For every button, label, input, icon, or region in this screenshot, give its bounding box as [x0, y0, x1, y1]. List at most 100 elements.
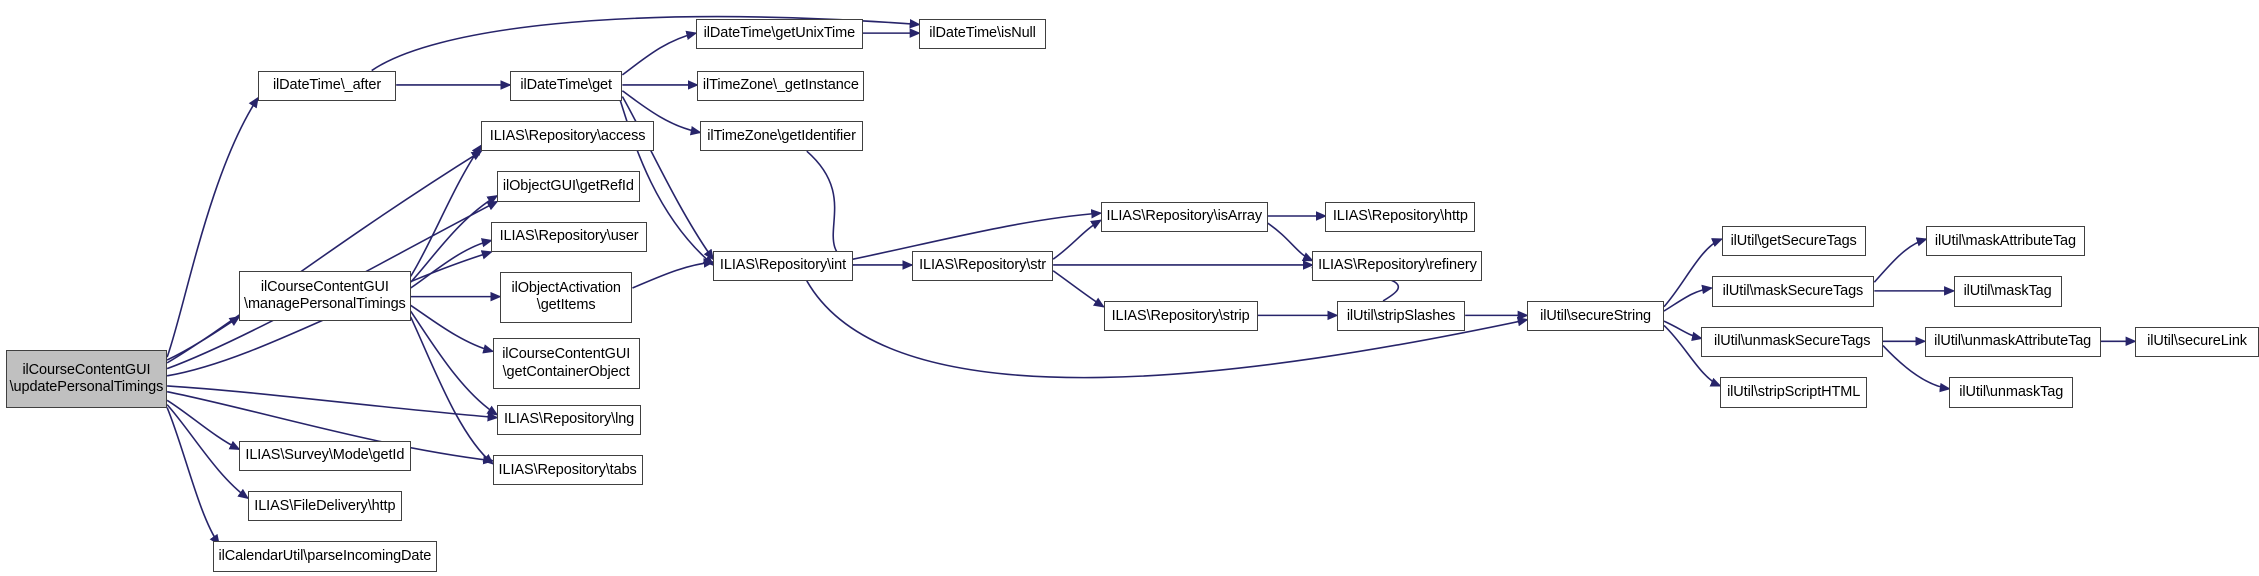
- edge-get-to-int: [618, 97, 715, 266]
- edge-str-to-strip: [1052, 270, 1105, 308]
- node-getsecuretags[interactable]: ilUtil\getSecureTags: [1721, 226, 1866, 257]
- node-refinery[interactable]: ILIAS\Repository\refinery: [1312, 250, 1483, 281]
- node-maskattributetag[interactable]: ilUtil\maskAttributeTag: [1926, 226, 2085, 257]
- node-label: ilUtil\maskSecureTags: [1722, 283, 1864, 300]
- node-getunixtime[interactable]: ilDateTime\getUnixTime: [695, 18, 863, 49]
- edge-after-to-isnull: [371, 15, 921, 72]
- node-label: ilUtil\maskAttributeTag: [1934, 232, 2076, 249]
- edge-get-to-int: [621, 96, 715, 261]
- node-label: ilTimeZone\_getInstance: [702, 77, 859, 94]
- edge-securestring-to-masksecuretags: [1663, 284, 1714, 312]
- edge-manage-to-getcontainer: [410, 304, 495, 354]
- node-isarray[interactable]: ILIAS\Repository\isArray: [1100, 201, 1268, 232]
- node-label: ilUtil\stripScriptHTML: [1727, 383, 1861, 400]
- node-label: ilTimeZone\getIdentifier: [707, 127, 856, 144]
- node-get[interactable]: ilDateTime\get: [510, 70, 623, 101]
- node-label: ilCourseContentGUI \updatePersonalTiming…: [9, 361, 164, 395]
- node-masksecuretags[interactable]: ilUtil\maskSecureTags: [1711, 276, 1875, 307]
- node-surveymode[interactable]: ILIAS\Survey\Mode\getId: [239, 440, 411, 471]
- node-label: ilUtil\maskTag: [1963, 283, 2052, 300]
- node-label: ILIAS\Repository\str: [919, 257, 1047, 274]
- node-unmasktag[interactable]: ilUtil\unmaskTag: [1949, 377, 2074, 408]
- edge-securestring-to-getsecuretags: [1663, 238, 1724, 308]
- node-getinstance[interactable]: ilTimeZone\_getInstance: [697, 70, 865, 101]
- node-masktag[interactable]: ilUtil\maskTag: [1953, 276, 2062, 307]
- edge-manage-to-tabs: [409, 316, 494, 465]
- edge-str-to-isarray: [1052, 219, 1103, 260]
- node-isnull[interactable]: ilDateTime\isNull: [919, 18, 1046, 49]
- edge-isarray-to-refinery: [1267, 222, 1314, 262]
- node-root[interactable]: ilCourseContentGUI \updatePersonalTiming…: [5, 349, 168, 408]
- node-securestring[interactable]: ilUtil\secureString: [1527, 300, 1664, 332]
- node-label: ilUtil\stripSlashes: [1346, 307, 1456, 324]
- node-label: ILIAS\Repository\lng: [503, 411, 635, 428]
- node-filedelivery[interactable]: ILIAS\FileDelivery\http: [247, 491, 402, 522]
- node-unmaskattributetag[interactable]: ilUtil\unmaskAttributeTag: [1924, 326, 2101, 358]
- node-access[interactable]: ILIAS\Repository\access: [481, 120, 655, 152]
- edge-int-to-securestring: [806, 280, 1529, 379]
- edge-root-to-surveymode: [166, 399, 241, 450]
- edge-get-to-getunixtime: [621, 30, 698, 76]
- node-label: ilCourseContentGUI \getContainerObject: [502, 346, 631, 380]
- node-label: ilUtil\unmaskTag: [1959, 383, 2064, 400]
- node-label: ilObjectActivation \getItems: [511, 280, 621, 314]
- edge-securestring-to-unmasksecuretags: [1663, 320, 1704, 341]
- node-label: ILIAS\Repository\int: [719, 257, 847, 274]
- edge-unmasksecuretags-to-unmasktag: [1882, 345, 1951, 393]
- edge-root-to-access: [166, 150, 483, 364]
- edge-manage-to-user: [410, 238, 493, 289]
- node-label: ILIAS\Repository\refinery: [1318, 257, 1477, 274]
- node-strip[interactable]: ILIAS\Repository\strip: [1103, 300, 1258, 332]
- edge-masksecuretags-to-maskattributetag: [1873, 237, 1928, 283]
- node-label: ILIAS\Repository\access: [489, 127, 646, 144]
- node-calendarutil[interactable]: ilCalendarUtil\parseIncomingDate: [213, 541, 437, 572]
- node-securelink[interactable]: ilUtil\secureLink: [2135, 326, 2259, 358]
- node-label: ilCourseContentGUI \managePersonalTiming…: [244, 278, 406, 312]
- edge-objactivation-to-int: [632, 258, 715, 289]
- node-label: ilObjectGUI\getRefId: [502, 177, 634, 194]
- node-label: ILIAS\FileDelivery\http: [254, 497, 396, 514]
- node-int[interactable]: ILIAS\Repository\int: [713, 250, 853, 281]
- edge-root-to-lng: [167, 385, 499, 422]
- node-label: ILIAS\Repository\isArray: [1106, 208, 1262, 225]
- node-getrefid[interactable]: ilObjectGUI\getRefId: [497, 171, 640, 202]
- node-label: ilDateTime\_after: [272, 77, 382, 94]
- node-user[interactable]: ILIAS\Repository\user: [491, 221, 647, 252]
- node-manage[interactable]: ilCourseContentGUI \managePersonalTiming…: [239, 270, 411, 322]
- edge-manage-to-access: [409, 144, 483, 277]
- node-getidentifier[interactable]: ilTimeZone\getIdentifier: [700, 120, 863, 152]
- node-label: ILIAS\Survey\Mode\getId: [245, 447, 405, 464]
- node-getcontainer[interactable]: ilCourseContentGUI \getContainerObject: [492, 338, 640, 389]
- node-label: ilDateTime\getUnixTime: [703, 25, 856, 42]
- node-label: ilDateTime\isNull: [929, 25, 1036, 42]
- node-lng[interactable]: ILIAS\Repository\lng: [497, 404, 642, 435]
- node-tabs[interactable]: ILIAS\Repository\tabs: [492, 455, 643, 486]
- node-label: ilUtil\getSecureTags: [1730, 232, 1857, 249]
- node-label: ilUtil\secureLink: [2147, 333, 2247, 350]
- node-label: ilCalendarUtil\parseIncomingDate: [218, 548, 432, 564]
- edge-securestring-to-stripscripthtml: [1663, 324, 1722, 387]
- node-label: ILIAS\Repository\http: [1332, 208, 1468, 225]
- node-label: ilUtil\secureString: [1540, 307, 1652, 324]
- node-stripscripthtml[interactable]: ilUtil\stripScriptHTML: [1720, 377, 1868, 408]
- edge-root-to-filedelivery: [166, 404, 250, 500]
- node-label: ilUtil\unmaskSecureTags: [1713, 333, 1871, 350]
- edge-int-to-isarray: [852, 209, 1103, 260]
- edge-root-to-calendarutil: [166, 407, 220, 546]
- node-stripslashes[interactable]: ilUtil\stripSlashes: [1336, 300, 1466, 332]
- node-unmasksecuretags[interactable]: ilUtil\unmaskSecureTags: [1701, 326, 1883, 358]
- node-objactivation[interactable]: ilObjectActivation \getItems: [499, 272, 633, 323]
- edge-manage-to-lng: [409, 310, 499, 416]
- edge-get-to-getidentifier: [621, 90, 702, 136]
- node-http[interactable]: ILIAS\Repository\http: [1325, 201, 1476, 232]
- node-label: ILIAS\Repository\strip: [1111, 307, 1250, 324]
- node-after[interactable]: ilDateTime\_after: [257, 70, 397, 101]
- node-label: ILIAS\Repository\user: [499, 228, 639, 245]
- node-str[interactable]: ILIAS\Repository\str: [911, 250, 1054, 281]
- edge-root-to-user: [166, 250, 493, 377]
- edge-root-to-after: [166, 96, 259, 358]
- edge-getidentifier-to-int: [806, 150, 855, 266]
- node-label: ilDateTime\get: [520, 77, 612, 94]
